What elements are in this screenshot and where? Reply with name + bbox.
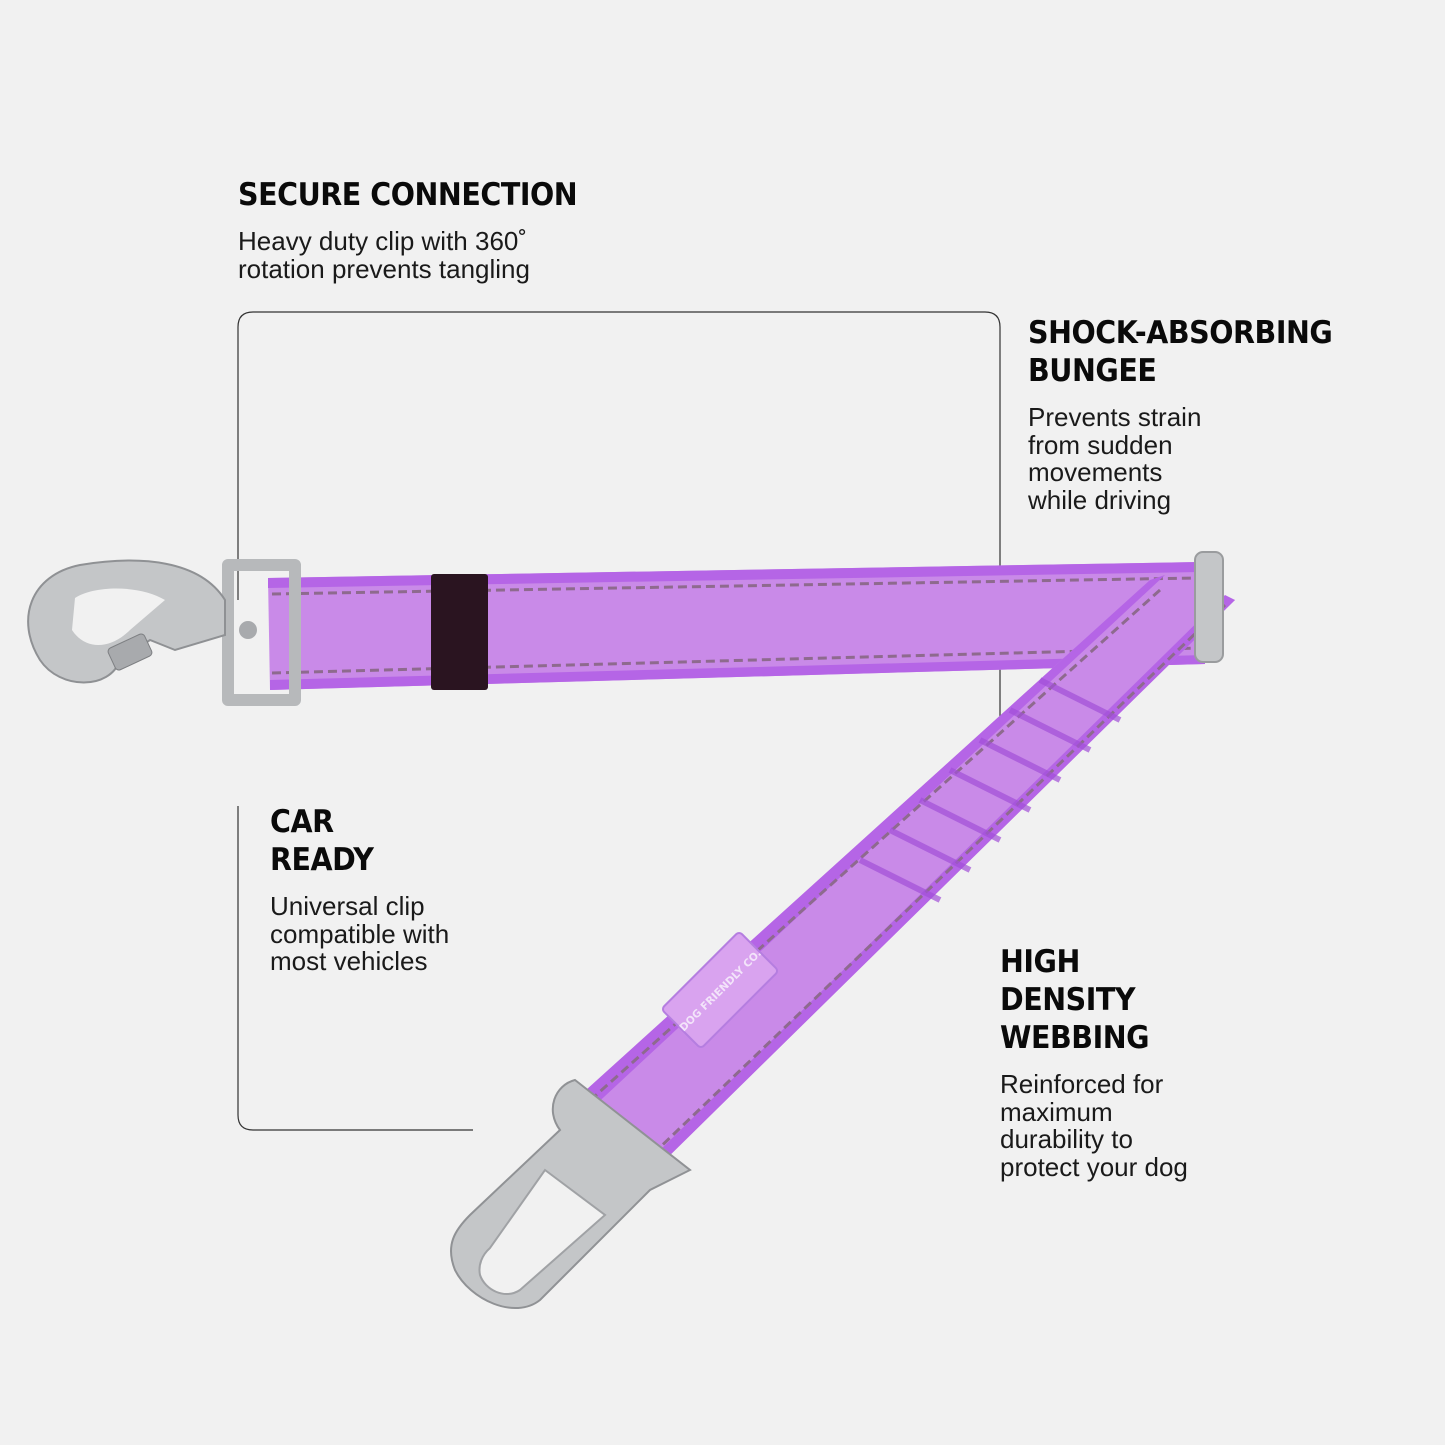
feature-car-ready: CAR READY Universal clip compatible with… bbox=[270, 803, 449, 976]
right-metal-slider bbox=[1194, 551, 1224, 663]
feature-high-density-webbing: HIGH DENSITY WEBBING Reinforced for maxi… bbox=[1000, 943, 1188, 1181]
feature-description: Prevents strain from sudden movements wh… bbox=[1028, 402, 1202, 515]
feature-description: Universal clip compatible with most vehi… bbox=[270, 891, 450, 976]
seatbelt-buckle bbox=[450, 1078, 692, 1310]
feature-title: SHOCK-ABSORBING BUNGEE bbox=[1028, 315, 1333, 389]
callout-line-top bbox=[237, 311, 1001, 765]
callout-line-bottom bbox=[237, 806, 473, 1131]
feature-description: Reinforced for maximum durability to pro… bbox=[1000, 1069, 1188, 1182]
feature-title: SECURE CONNECTION bbox=[238, 177, 578, 213]
d-ring bbox=[222, 559, 301, 706]
feature-title: CAR READY bbox=[270, 804, 374, 878]
feature-description: Heavy duty clip with 360˚ rotation preve… bbox=[238, 226, 530, 284]
feature-shock-absorbing-bungee: SHOCK-ABSORBING BUNGEE Prevents strain f… bbox=[1028, 314, 1359, 514]
top-webbing bbox=[268, 562, 1205, 690]
feature-title: HIGH DENSITY WEBBING bbox=[1000, 944, 1150, 1056]
feature-secure-connection: SECURE CONNECTION Heavy duty clip with 3… bbox=[238, 176, 607, 283]
snap-hook bbox=[27, 559, 257, 684]
webbing-keeper bbox=[431, 574, 488, 690]
